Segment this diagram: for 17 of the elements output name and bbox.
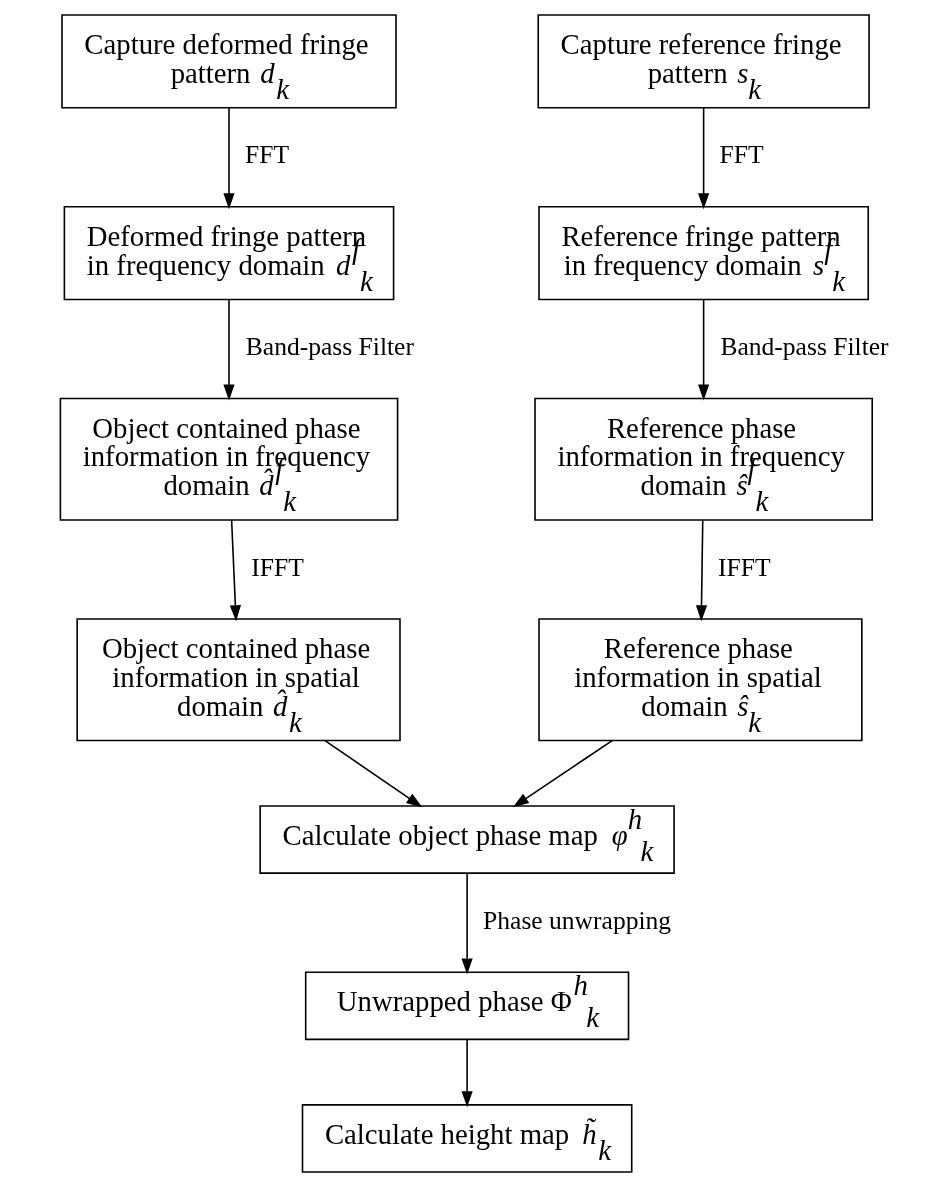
edge-label: FFT: [244, 140, 289, 170]
arrow: [695, 519, 707, 622]
arrow: [222, 107, 235, 210]
arrow: [461, 1038, 473, 1108]
edge-label: IFFT: [717, 552, 771, 582]
edge-label: Band-pass Filter: [719, 332, 889, 362]
edge-label: IFFT: [250, 552, 304, 582]
arrow: [697, 298, 709, 401]
arrow: [323, 739, 422, 808]
arrow: [697, 107, 709, 210]
arrow: [222, 298, 235, 401]
edge-label: FFT: [719, 140, 764, 170]
arrow: [461, 872, 473, 975]
arrow: [229, 519, 241, 622]
edge-label: Band-pass Filter: [245, 332, 414, 362]
edge-label: Phase unwrapping: [482, 905, 671, 935]
arrow: [512, 739, 613, 808]
